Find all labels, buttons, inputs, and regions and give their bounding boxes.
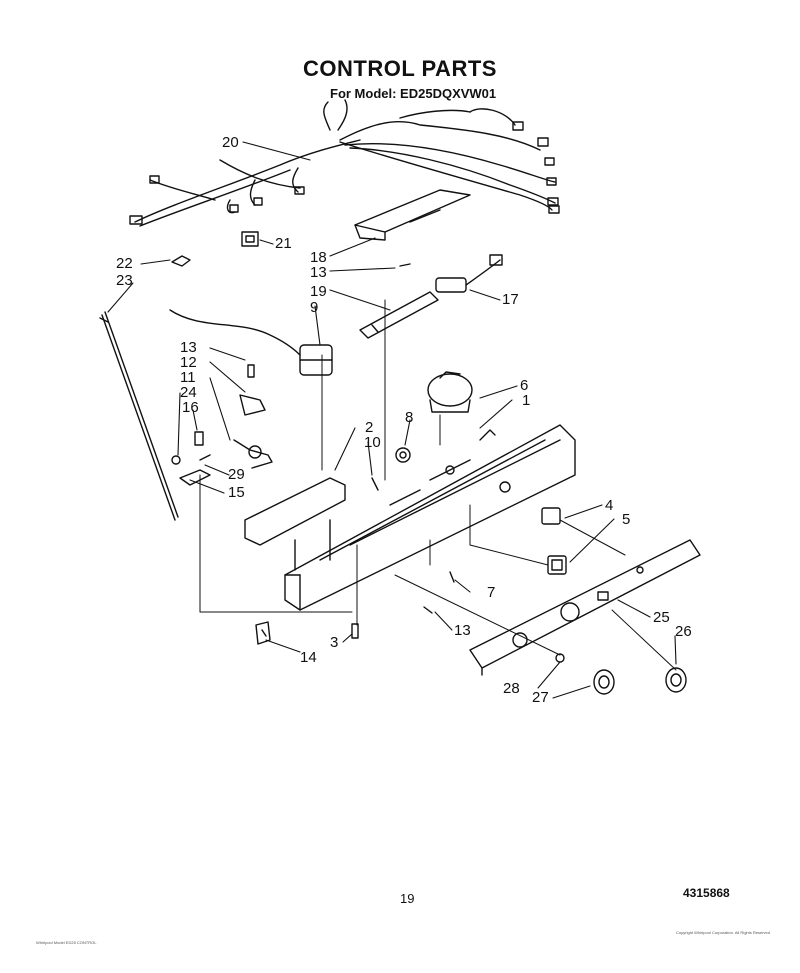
callout-29: 29 bbox=[228, 466, 245, 483]
control-cover-part bbox=[354, 189, 471, 241]
callout-28: 28 bbox=[503, 680, 520, 697]
control-panel-part bbox=[469, 539, 701, 676]
alignment-lines bbox=[199, 299, 677, 671]
callout-5: 5 bbox=[622, 511, 630, 528]
fine-print-right: Copyright Whirlpool Corporation. All Rig… bbox=[675, 930, 770, 935]
callout-13-left: 13 bbox=[180, 339, 197, 356]
callout-21: 21 bbox=[275, 235, 292, 252]
control-knob-part bbox=[555, 653, 687, 695]
callout-1: 1 bbox=[522, 392, 530, 409]
callout-26: 26 bbox=[675, 623, 692, 640]
switch-assembly-part bbox=[169, 309, 333, 376]
callout-22: 22 bbox=[116, 255, 133, 272]
callout-16: 16 bbox=[182, 399, 199, 416]
page-number: 19 bbox=[400, 891, 415, 906]
callout-13-top: 13 bbox=[310, 264, 327, 281]
leader-lines bbox=[107, 141, 677, 699]
callout-18: 18 bbox=[310, 249, 327, 266]
control-housing-part bbox=[244, 424, 576, 611]
page-title: CONTROL PARTS bbox=[303, 56, 497, 81]
callout-7: 7 bbox=[487, 584, 495, 601]
callout-12: 12 bbox=[180, 354, 197, 371]
capillary-connector-part bbox=[399, 254, 503, 293]
clip-part bbox=[255, 621, 271, 645]
callout-23: 23 bbox=[116, 272, 133, 289]
callout-25: 25 bbox=[653, 609, 670, 626]
callout-20: 20 bbox=[222, 134, 239, 151]
callout-14: 14 bbox=[300, 649, 317, 666]
callout-9: 9 bbox=[310, 299, 318, 316]
callout-17: 17 bbox=[502, 291, 519, 308]
thermostat-part bbox=[427, 371, 473, 413]
callout-4: 4 bbox=[605, 497, 613, 514]
model-subtitle: For Model: ED25DQXVW01 bbox=[330, 86, 497, 101]
small-hardware-part bbox=[171, 364, 273, 486]
wiring-harness-part bbox=[129, 99, 560, 227]
callout-11: 11 bbox=[180, 369, 196, 386]
screws-part bbox=[351, 477, 455, 639]
callout-27: 27 bbox=[532, 689, 549, 706]
control-rod-part bbox=[99, 311, 179, 521]
sensor-tube-part bbox=[359, 291, 439, 339]
callout-2: 2 bbox=[365, 419, 373, 436]
callout-3: 3 bbox=[330, 634, 338, 651]
document-number: 4315868 bbox=[683, 886, 730, 900]
wire-clip-part bbox=[241, 231, 259, 247]
callout-6: 6 bbox=[520, 377, 528, 394]
callout-8: 8 bbox=[405, 409, 413, 426]
callout-24: 24 bbox=[180, 384, 197, 401]
callout-10: 10 bbox=[364, 434, 381, 451]
callout-13-bottom: 13 bbox=[454, 622, 471, 639]
fine-print-left: Whirlpool Model ED25 CONTROL bbox=[36, 940, 97, 945]
grommet-part bbox=[395, 447, 411, 463]
bracket-part bbox=[171, 255, 191, 267]
callout-19: 19 bbox=[310, 283, 327, 300]
callout-15: 15 bbox=[228, 484, 245, 501]
